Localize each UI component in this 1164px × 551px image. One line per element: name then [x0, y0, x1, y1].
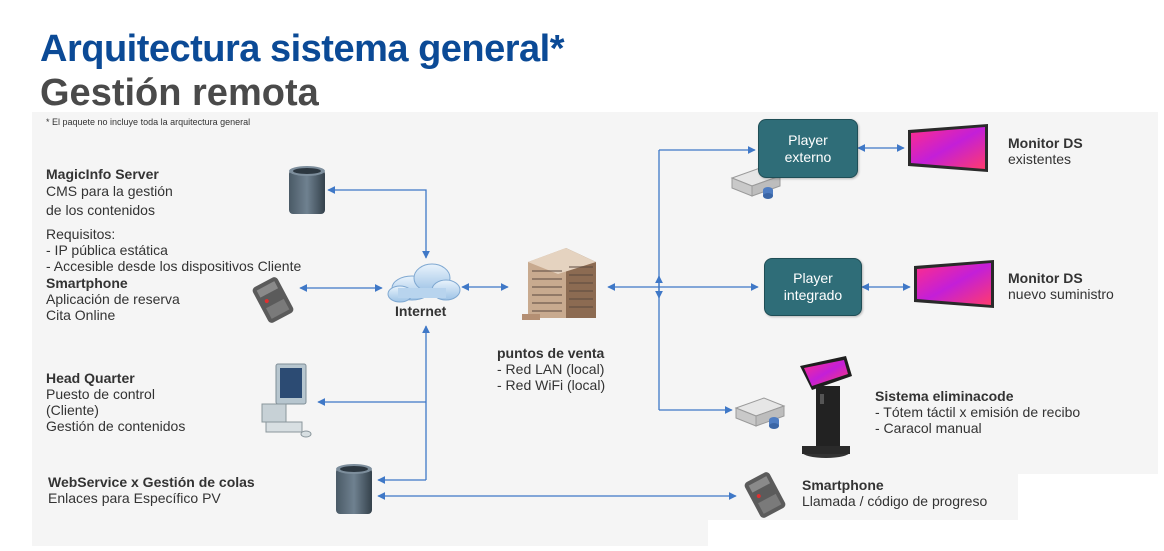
eliminacode-line-2: - Caracol manual	[875, 420, 982, 436]
smartphone-left-name: Smartphone	[46, 275, 128, 291]
smartphone-right-text: Smartphone Llamada / código de progreso	[802, 477, 987, 509]
head-quarter-line-3: Gestión de contenidos	[46, 418, 186, 434]
player-externo-label-2: externo	[784, 148, 832, 165]
monitor-existentes-text: Monitor DS existentes	[1008, 135, 1083, 167]
player-externo-box[interactable]: Player externo	[758, 119, 858, 178]
monitor-nuevo-line-1: nuevo suministro	[1008, 286, 1114, 302]
totem-kiosk-icon	[800, 356, 852, 458]
monitor-existentes-line-1: existentes	[1008, 151, 1072, 167]
head-quarter-line-1: Puesto de control	[46, 386, 155, 402]
page-subtitle: Gestión remota	[40, 72, 319, 114]
eliminacode-name: Sistema eliminacode	[875, 388, 1014, 404]
magicinfo-requirements-title: Requisitos:	[46, 226, 116, 242]
monitor-existentes-icon	[908, 124, 988, 172]
connector-magicinfo-internet	[327, 186, 430, 259]
page-title: Arquitectura sistema general*	[40, 28, 565, 70]
monitor-nuevo-name: Monitor DS	[1008, 270, 1083, 286]
monitor-existentes-name: Monitor DS	[1008, 135, 1083, 151]
player-externo-label-1: Player	[788, 131, 828, 148]
head-quarter-name: Head Quarter	[46, 370, 135, 386]
monitor-nuevo-text: Monitor DS nuevo suministro	[1008, 270, 1114, 302]
head-quarter-text: Head Quarter Puesto de control (Cliente)…	[46, 370, 185, 434]
player-integrado-box[interactable]: Player integrado	[764, 258, 862, 316]
smartphone-right-icon	[744, 472, 786, 518]
monitor-nuevo-icon	[914, 260, 994, 308]
puntos-venta-line-2: - Red WiFi (local)	[497, 377, 606, 393]
magicinfo-line-1: CMS para la gestión	[46, 183, 173, 199]
magicinfo-requirement-1: - IP pública estática	[46, 242, 168, 258]
puntos-venta-name: puntos de venta	[497, 345, 605, 361]
puntos-venta-text: puntos de venta - Red LAN (local) - Red …	[497, 345, 605, 393]
computer-icon	[261, 363, 312, 438]
player-integrado-label-2: integrado	[783, 287, 843, 303]
smartphone-left-icon	[252, 277, 294, 323]
eliminacode-line-1: - Tótem táctil x emisión de recibo	[875, 404, 1081, 420]
magicinfo-requirement-2: - Accesible desde los dispositivos Clien…	[46, 258, 302, 274]
smartphone-right-name: Smartphone	[802, 477, 884, 493]
database-server-icon	[289, 166, 325, 214]
webservice-text: WebService x Gestión de colas Enlaces pa…	[48, 474, 255, 506]
eliminacode-text: Sistema eliminacode - Tótem táctil x emi…	[875, 388, 1080, 436]
smartphone-left-text: Smartphone Aplicación de reserva Cita On…	[46, 275, 180, 323]
puntos-venta-line-1: - Red LAN (local)	[497, 361, 605, 377]
connectors	[299, 144, 911, 500]
head-quarter-line-2: (Cliente)	[46, 402, 99, 418]
footnote: * El paquete no incluye toda la arquitec…	[46, 117, 251, 127]
smartphone-right-line-1: Llamada / código de progreso	[802, 493, 988, 509]
internet-label: Internet	[395, 303, 447, 319]
smartphone-left-line-2: Cita Online	[46, 307, 116, 323]
eliminacode-server-icon	[734, 397, 786, 429]
player-integrado-label-1: Player	[793, 270, 833, 286]
webservice-line-1: Enlaces para Específico PV	[48, 490, 221, 506]
magicinfo-text: MagicInfo Server CMS para la gestión de …	[46, 166, 301, 274]
magicinfo-name: MagicInfo Server	[46, 166, 159, 182]
smartphone-left-line-1: Aplicación de reserva	[46, 291, 180, 307]
building-icon	[522, 248, 596, 320]
internet-cloud-icon	[387, 263, 461, 303]
webservice-name: WebService x Gestión de colas	[48, 474, 255, 490]
magicinfo-line-2: de los contenidos	[46, 202, 155, 218]
webservice-server-icon	[336, 464, 372, 514]
